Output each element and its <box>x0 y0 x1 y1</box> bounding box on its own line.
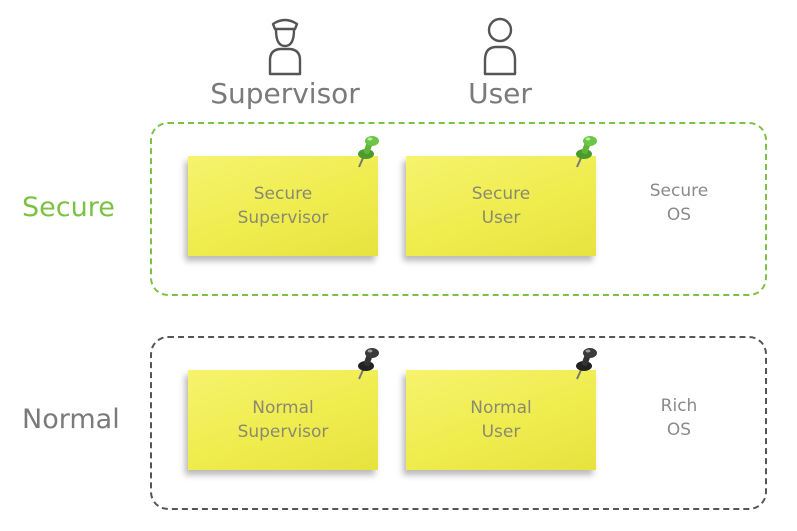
os-line2: OS <box>666 420 692 440</box>
black-pushpin-icon <box>358 348 379 380</box>
secure-zone-label: Secure <box>22 192 115 223</box>
note-line1: Normal <box>470 398 532 418</box>
supervisor-actor: Supervisor <box>210 14 360 108</box>
os-line2: OS <box>666 205 692 225</box>
black-pushpin-icon <box>576 348 597 380</box>
normal-zone-label: Normal <box>22 404 120 435</box>
secure-user-note: Secure User <box>406 156 596 256</box>
supervisor-person-icon <box>268 18 302 76</box>
os-line1: Secure <box>649 181 709 201</box>
user-person-icon <box>483 17 517 76</box>
note-line1: Secure <box>253 184 313 204</box>
rich-os-label: Rich OS <box>634 394 724 442</box>
secure-zone <box>150 122 767 296</box>
green-pushpin-icon <box>576 136 597 168</box>
normal-user-note: Normal User <box>406 370 596 470</box>
note-line2: User <box>481 208 521 228</box>
secure-os-label: Secure OS <box>634 179 724 227</box>
note-line2: User <box>481 422 521 442</box>
user-label: User <box>468 77 532 110</box>
normal-supervisor-note: Normal Supervisor <box>188 370 378 470</box>
note-line1: Normal <box>252 398 314 418</box>
green-pushpin-icon <box>358 136 379 168</box>
normal-zone <box>150 336 767 510</box>
note-line2: Supervisor <box>237 208 329 228</box>
note-line2: Supervisor <box>237 422 329 442</box>
note-line1: Secure <box>471 184 531 204</box>
user-actor: User <box>440 14 560 108</box>
os-line1: Rich <box>660 396 698 416</box>
supervisor-label: Supervisor <box>210 77 360 110</box>
secure-supervisor-note: Secure Supervisor <box>188 156 378 256</box>
